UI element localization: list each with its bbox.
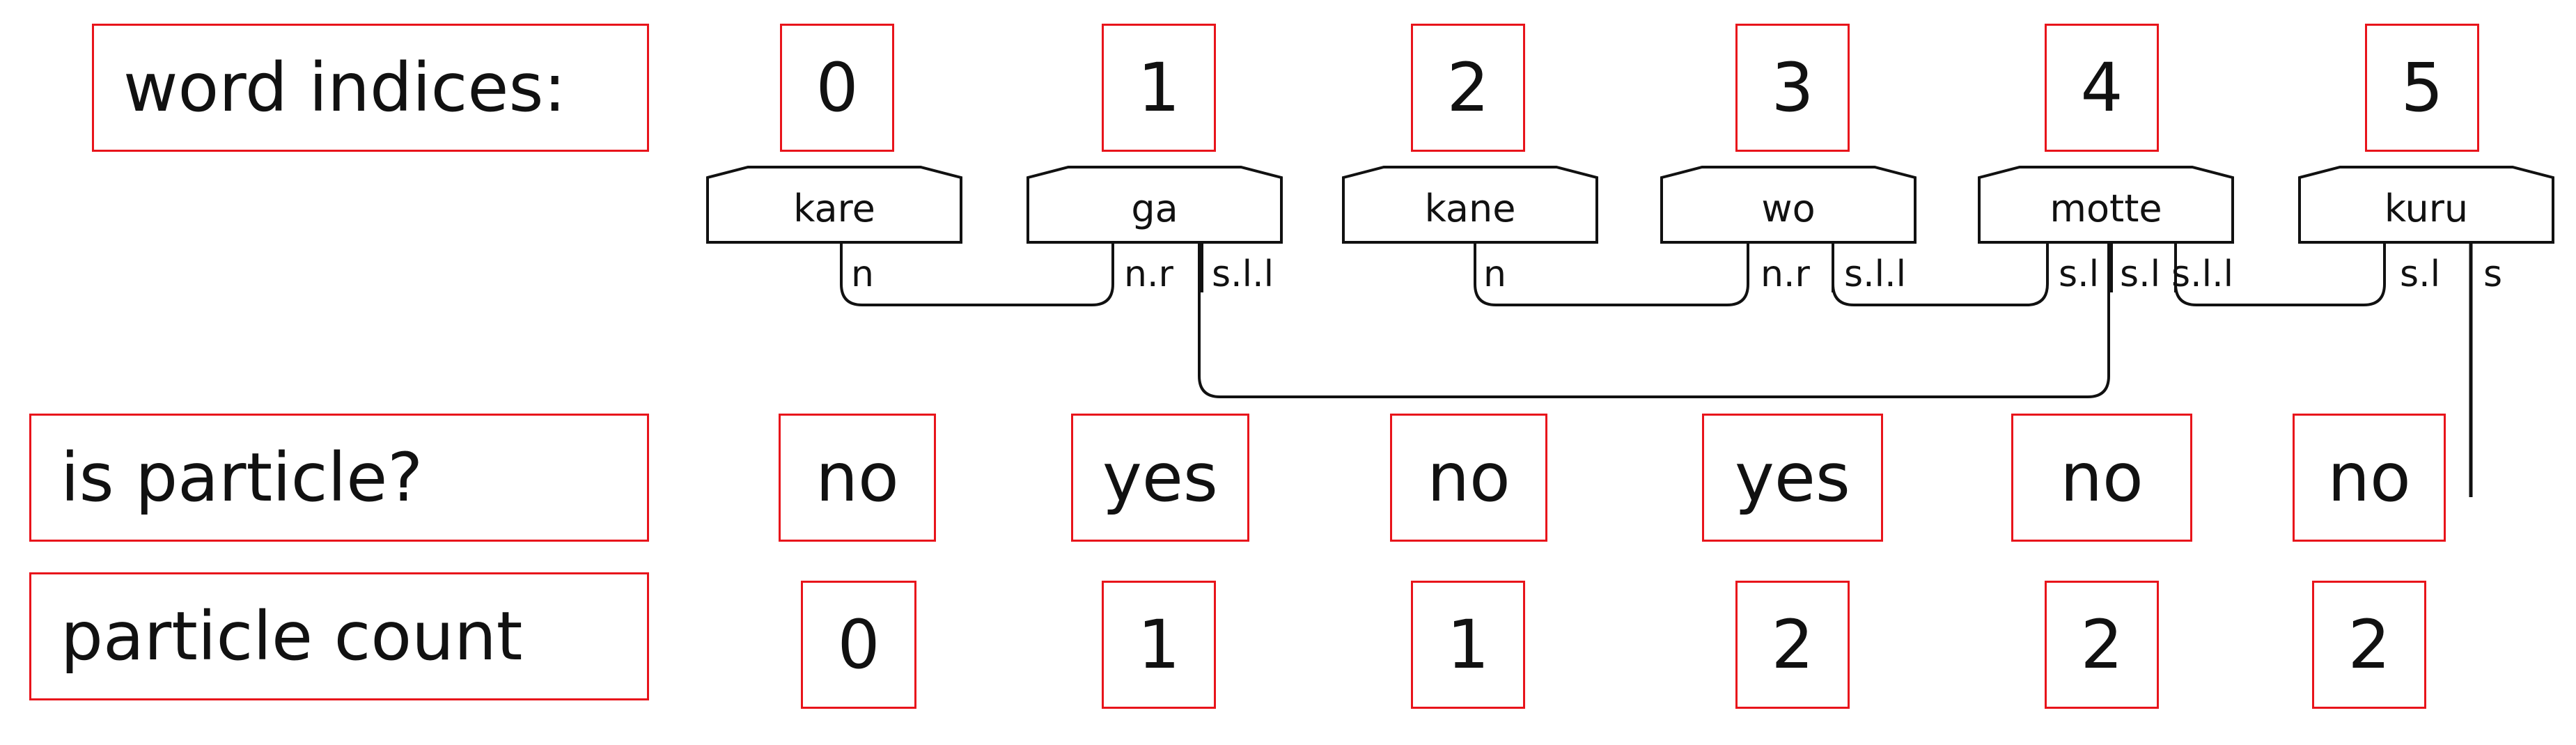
word-index-box: 2 bbox=[1411, 24, 1525, 152]
word-box-shape bbox=[1027, 166, 1283, 244]
arc-label: s.l bbox=[2120, 253, 2161, 295]
particle-count-box: 1 bbox=[1102, 581, 1216, 709]
word-label: wo bbox=[1761, 187, 1816, 230]
link-ga-motte bbox=[1198, 244, 2110, 398]
is-particle-box: no bbox=[2293, 414, 2446, 542]
arc-label: s.l.l bbox=[1844, 253, 1907, 295]
word-indices-label: word indices: bbox=[92, 24, 649, 152]
arc-label: n bbox=[1483, 253, 1506, 295]
word-index-box: 5 bbox=[2365, 24, 2479, 152]
word-box-shape bbox=[2298, 166, 2554, 244]
word-label: kare bbox=[793, 187, 875, 230]
is-particle-box: no bbox=[1390, 414, 1547, 542]
particle-count-box: 2 bbox=[2312, 581, 2426, 709]
arc-label: n bbox=[851, 253, 874, 295]
link-kare-ga bbox=[840, 244, 1114, 306]
is-particle-box: no bbox=[779, 414, 936, 542]
word-index-box: 0 bbox=[780, 24, 894, 152]
arc-label: n.r bbox=[1124, 253, 1173, 295]
is-particle-box: yes bbox=[1071, 414, 1249, 542]
word-label: ga bbox=[1131, 187, 1178, 230]
arc-label: s.l.l bbox=[2171, 253, 2234, 295]
word-label: kuru bbox=[2384, 187, 2469, 230]
word-box-shape bbox=[706, 166, 962, 244]
is-particle-label: is particle? bbox=[29, 414, 649, 542]
arc-label: s.l bbox=[2059, 253, 2100, 295]
word-index-box: 1 bbox=[1102, 24, 1216, 152]
word-label: motte bbox=[2050, 187, 2162, 230]
word-index-box: 4 bbox=[2045, 24, 2159, 152]
particle-count-box: 2 bbox=[1735, 581, 1850, 709]
is-particle-box: yes bbox=[1702, 414, 1883, 542]
word-label: kane bbox=[1424, 187, 1516, 230]
word-box-shape bbox=[1978, 166, 2234, 244]
word-index-box: 3 bbox=[1735, 24, 1850, 152]
arc-label: s bbox=[2483, 253, 2503, 295]
arc-label: s.l.l bbox=[1212, 253, 1274, 295]
particle-count-box: 2 bbox=[2045, 581, 2159, 709]
arc-label: n.r bbox=[1761, 253, 1810, 295]
word-box-shape bbox=[1342, 166, 1598, 244]
link-motte-kuru bbox=[2174, 244, 2386, 306]
link-wo-motte bbox=[1832, 244, 2049, 306]
particle-count-box: 1 bbox=[1411, 581, 1525, 709]
arc-label: s.l bbox=[2400, 253, 2441, 295]
link-kane-wo bbox=[1474, 244, 1749, 306]
is-particle-box: no bbox=[2011, 414, 2192, 542]
particle-count-label: particle count bbox=[29, 572, 649, 700]
word-box-shape bbox=[1660, 166, 1917, 244]
particle-count-box: 0 bbox=[801, 581, 916, 709]
